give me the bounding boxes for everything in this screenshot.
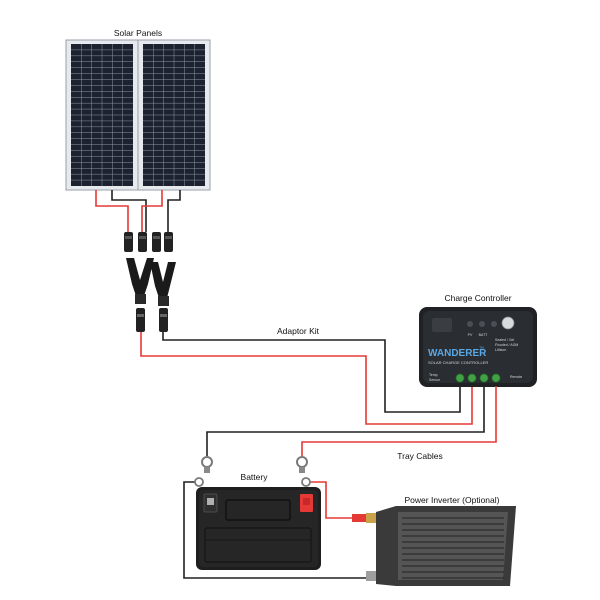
panel-leads (95, 190, 181, 232)
inverter-cables (183, 481, 372, 579)
status-led-pv (467, 321, 473, 327)
terminal-batt-negative (479, 373, 489, 383)
ring-terminal (301, 477, 311, 487)
black-wire (167, 190, 181, 232)
charge-controller-label: Charge Controller (444, 293, 511, 303)
tray-cables-label: Tray Cables (397, 451, 443, 461)
adaptor-kit-plug (136, 308, 145, 332)
black-wire (206, 386, 485, 456)
solar-panels-label: Solar Panels (114, 28, 162, 38)
branch-connector-negative (150, 262, 176, 306)
ring-terminal (201, 456, 213, 473)
panel-cell-grid (71, 44, 205, 186)
controller-brand: WANDERER (428, 348, 487, 359)
status-batt-label: BATT (479, 333, 489, 337)
red-wire (95, 190, 129, 232)
terminal-label: Sensor (429, 378, 441, 382)
red-wire (301, 386, 497, 456)
mode-line: Sealed / Gel (495, 338, 514, 342)
controller-terminals (455, 373, 501, 383)
terminal-pv-positive (467, 373, 477, 383)
ring-terminal (296, 456, 308, 473)
inverter-fins (402, 517, 504, 579)
status-pv-label: PV (468, 333, 473, 337)
black-wire (183, 481, 372, 579)
red-wire (140, 332, 473, 425)
black-wire (162, 332, 461, 413)
mc4-connector (152, 232, 161, 252)
mc4-connector (124, 232, 133, 252)
mc4-branch-connectors (126, 258, 176, 332)
adaptor-kit-plug (159, 308, 168, 332)
adaptor-kit-cables (140, 332, 473, 425)
controller-subtitle: SOLAR CHARGE CONTROLLER (428, 360, 488, 365)
ring-terminal (194, 477, 204, 487)
mode-line: Lithium (495, 348, 506, 352)
power-inverter: Power Inverter (Optional) (352, 495, 516, 586)
inverter-negative-terminal (366, 571, 376, 581)
terminal-label: Temp (429, 373, 438, 377)
mode-button[interactable] (501, 316, 515, 330)
controller-trademark: ™ (479, 346, 484, 352)
inverter-positive-boot (352, 514, 366, 522)
charge-controller: Charge Controller PV BATT Sealed / Gel F… (419, 293, 537, 387)
status-led-batt (479, 321, 485, 327)
terminal-pv-negative (455, 373, 465, 383)
mc4-connector (138, 232, 147, 252)
black-wire (111, 190, 147, 232)
power-inverter-label: Power Inverter (Optional) (405, 495, 500, 505)
terminal-label: Remote (510, 375, 522, 379)
mode-line: Flooded / AGM (495, 343, 518, 347)
battery: Battery (196, 472, 321, 570)
red-wire (310, 481, 362, 519)
tray-cables (206, 386, 497, 456)
branch-connector-positive (126, 258, 154, 304)
red-wire (141, 190, 163, 232)
status-led-load (491, 321, 497, 327)
inverter-positive-terminal (366, 513, 376, 523)
mc4-connectors (124, 232, 173, 252)
battery-label: Battery (241, 472, 269, 482)
solar-panels: Solar Panels (65, 28, 211, 191)
terminal-batt-positive (491, 373, 501, 383)
controller-logo-plate (432, 318, 452, 332)
adaptor-kit-label: Adaptor Kit (277, 326, 320, 336)
mc4-connector (164, 232, 173, 252)
